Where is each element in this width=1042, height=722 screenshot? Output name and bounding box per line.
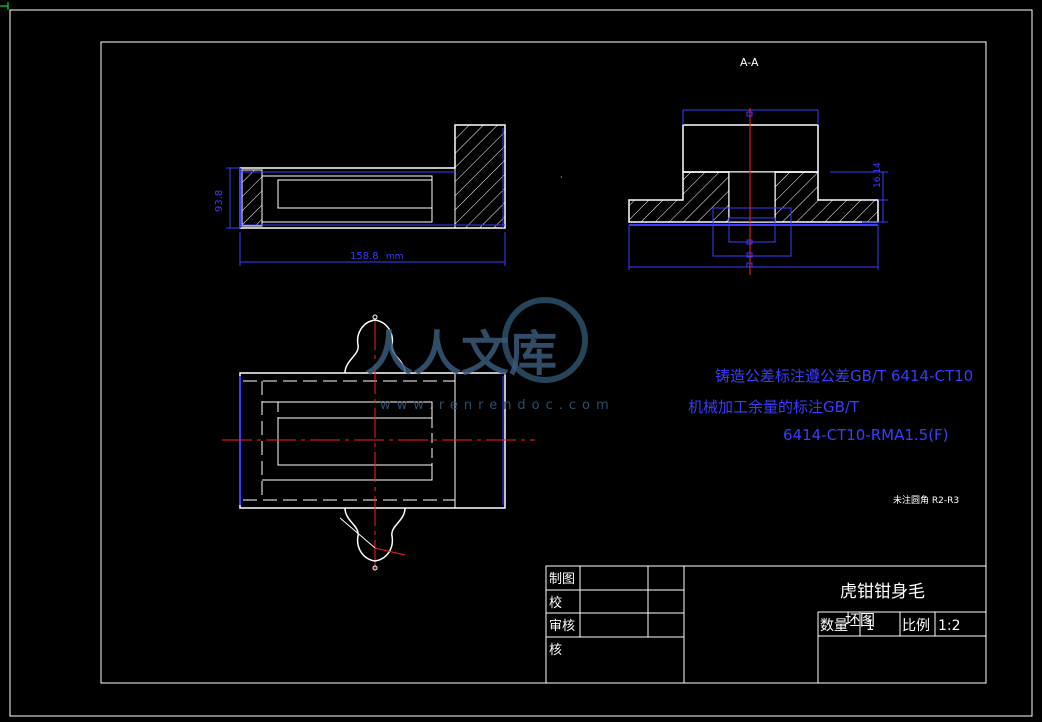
svg-text:人人文库: 人人文库	[365, 326, 557, 382]
scale-value: 1:2	[938, 618, 961, 634]
watermark: 人人文库 www.renrendoc.com	[365, 297, 615, 413]
row-label-check: 校	[549, 595, 562, 611]
note-line2: 机械加工余量的标注GB/T	[688, 398, 860, 416]
dim-height: 93.8	[214, 190, 225, 212]
roughness-note: 未注圆角 R2-R3	[893, 494, 959, 506]
dim-small: 16.14	[873, 162, 883, 188]
front-view	[226, 124, 506, 266]
row-label-draw: 制图	[549, 572, 575, 587]
svg-text:www.renrendoc.com: www.renrendoc.com	[380, 398, 615, 413]
row-label-review: 审核	[549, 619, 575, 634]
drawing-frame	[100, 41, 987, 684]
part-name-2: 坯图	[845, 611, 875, 629]
title-block	[545, 565, 987, 684]
row-label-approve: 核	[549, 643, 562, 658]
center-dot: ·	[560, 173, 563, 182]
qty-label: 数量	[820, 618, 848, 634]
section-view	[628, 108, 888, 275]
scale-label: 比例	[902, 618, 930, 634]
dim-length: 158.8	[350, 251, 379, 262]
corner-mark	[0, 2, 9, 10]
section-label: A-A	[740, 56, 759, 69]
qty-value: 1	[866, 619, 874, 634]
part-name: 虎钳钳身毛	[840, 582, 925, 602]
dim-length-suffix: mm	[386, 252, 404, 262]
note-line3: 6414-CT10-RMA1.5(F)	[783, 426, 949, 444]
note-line1: 铸造公差标注遵公差GB/T 6414-CT10	[715, 367, 973, 385]
top-view	[222, 314, 535, 571]
outer-frame	[9, 9, 1033, 717]
